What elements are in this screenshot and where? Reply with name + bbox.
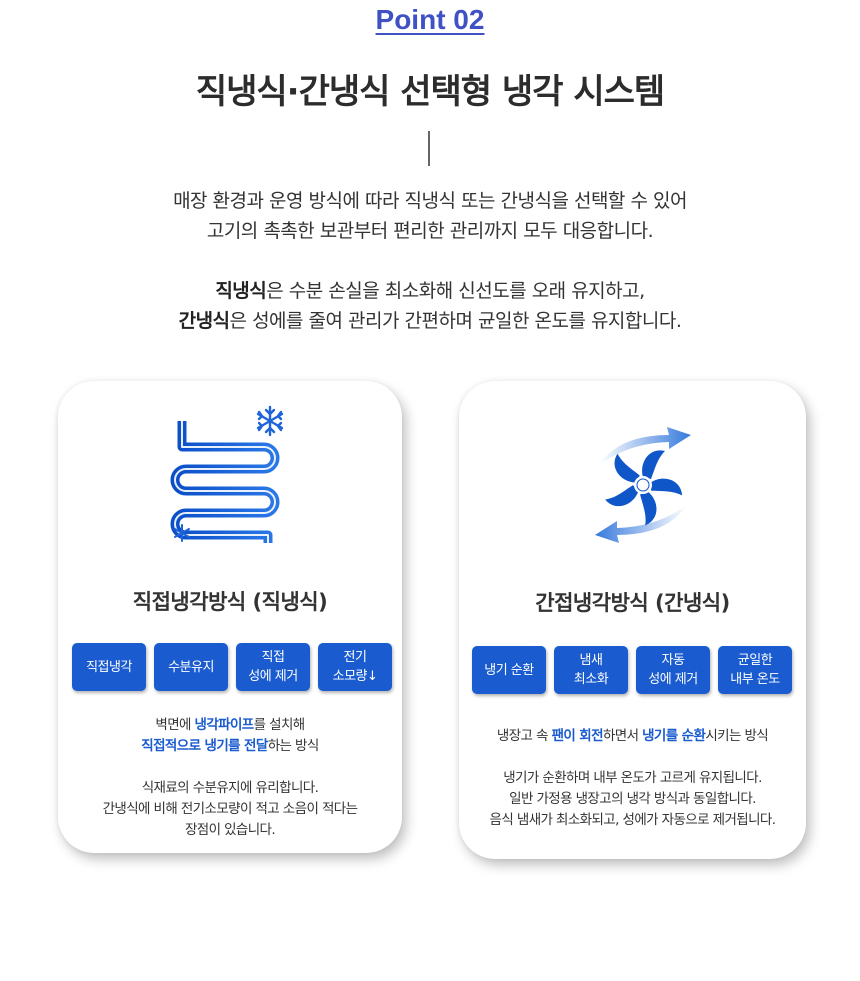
- divider: [428, 131, 430, 166]
- point-label: Point 02: [375, 4, 485, 35]
- direct-cooling-card: 직접냉각방식 (직냉식) 직접냉각 수분유지 직접 성에 제거 전기 소모량↓ …: [58, 381, 402, 853]
- page-title: 직냉식·간냉식 선택형 냉각 시스템: [195, 72, 665, 112]
- card-description: 벽면에 냉각파이프를 설치해 직접적으로 냉기를 전달하는 방식 식재료의 수분…: [102, 717, 358, 838]
- fan-circulation-icon: [595, 427, 691, 543]
- intro-text: 매장 환경과 운영 방식에 따라 직냉식 또는 간냉식을 선택할 수 있어 고기…: [0, 186, 860, 336]
- intro-line: 고기의 촉촉한 보관부터 편리한 관리까지 모두 대응합니다.: [206, 220, 654, 242]
- highlight-text: 냉각파이프: [194, 717, 255, 733]
- feature-chips: 직접냉각 수분유지 직접 성에 제거 전기 소모량↓: [72, 643, 392, 691]
- intro-line: 직냉식은 수분 손실을 최소화해 신선도를 오래 유지하고,: [215, 280, 645, 302]
- feature-chip: 균일한 내부 온도: [718, 646, 792, 694]
- feature-chip: 냄새 최소화: [554, 646, 628, 694]
- term-indirect: 간냉식: [178, 310, 230, 332]
- term-direct: 직냉식: [215, 280, 267, 302]
- intro-line: 매장 환경과 운영 방식에 따라 직냉식 또는 간냉식을 선택할 수 있어: [173, 190, 687, 212]
- feature-chips: 냉기 순환 냄새 최소화 자동 성에 제거 균일한 내부 온도: [472, 646, 792, 694]
- highlight-text: 직접적으로 냉기를 전달: [141, 738, 268, 754]
- indirect-cooling-card: 간접냉각방식 (간냉식) 냉기 순환 냄새 최소화 자동 성에 제거 균일한 내…: [459, 381, 806, 859]
- feature-chip: 자동 성에 제거: [636, 646, 710, 694]
- card-description: 냉장고 속 팬이 회전하면서 냉기를 순환시키는 방식 냉기가 순환하며 내부 …: [489, 728, 776, 828]
- feature-chip: 수분유지: [154, 643, 228, 691]
- card-title: 직접냉각방식 (직냉식): [132, 590, 328, 614]
- feature-chip: 직접 성에 제거: [236, 643, 310, 691]
- card-title: 간접냉각방식 (간냉식): [535, 591, 730, 615]
- feature-chip: 전기 소모량↓: [318, 643, 392, 691]
- cooling-coil-snowflake-icon: [170, 405, 284, 543]
- intro-line: 간냉식은 성에를 줄여 관리가 간편하며 균일한 온도를 유지합니다.: [178, 310, 682, 332]
- feature-chip: 직접냉각: [72, 643, 146, 691]
- highlight-text: 냉기를 순환: [642, 728, 706, 744]
- feature-chip: 냉기 순환: [472, 646, 546, 694]
- highlight-text: 팬이 회전: [551, 728, 604, 744]
